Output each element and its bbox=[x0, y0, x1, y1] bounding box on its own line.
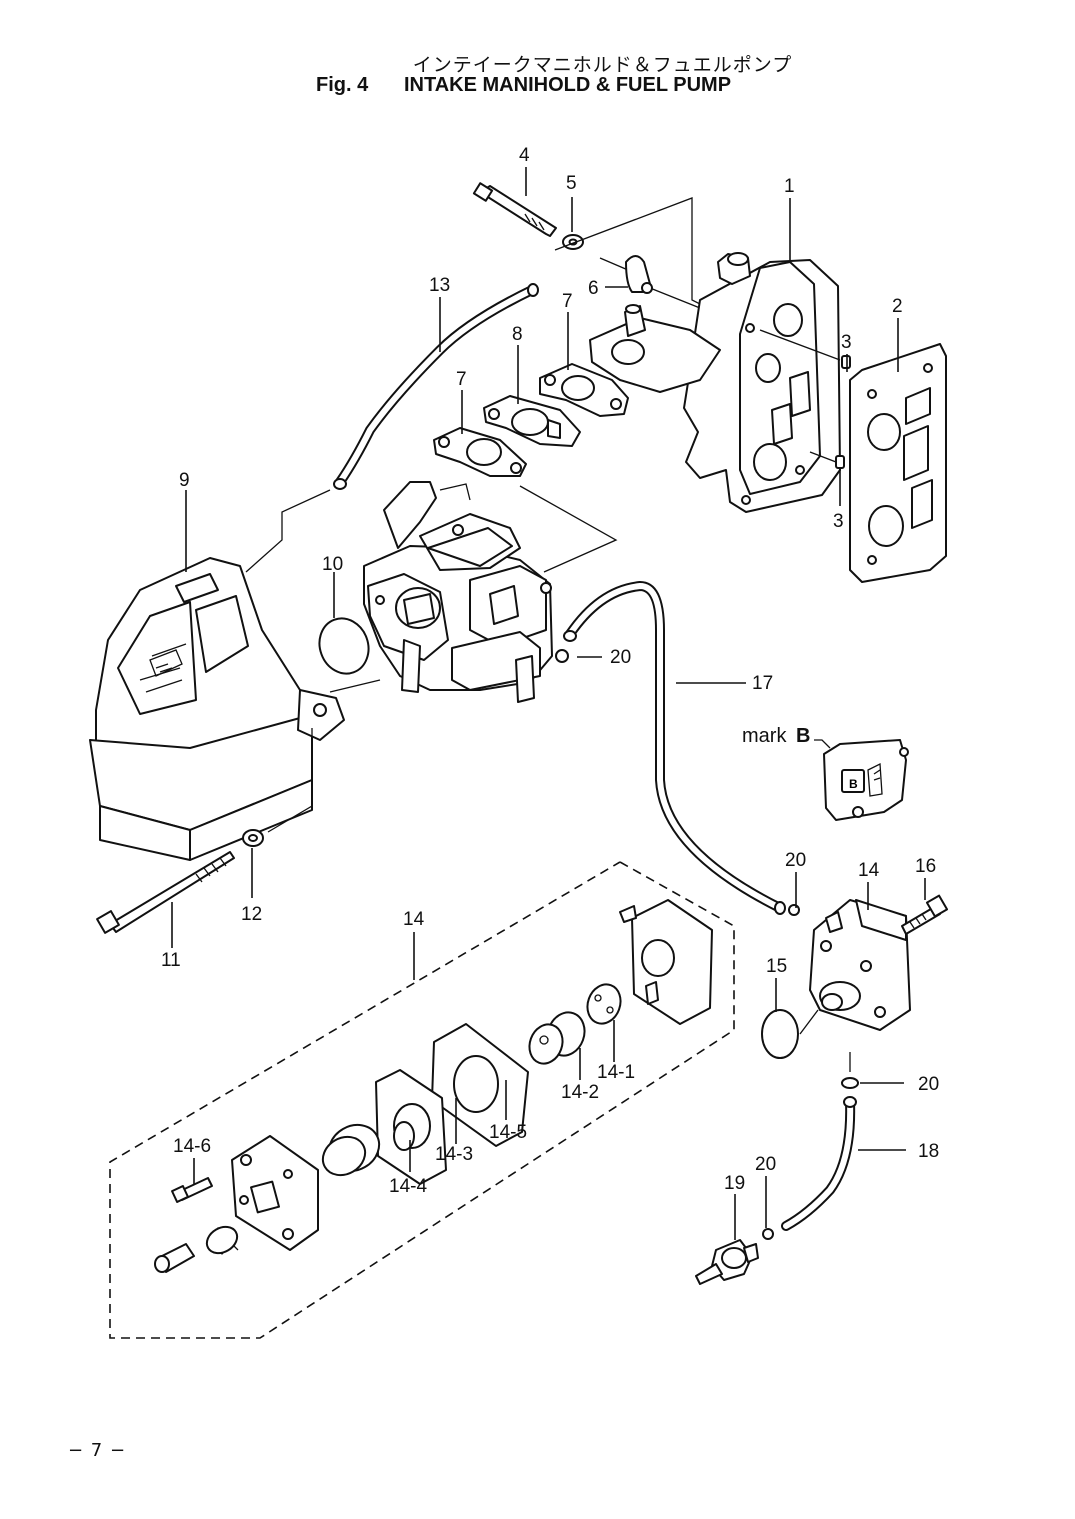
part-14-fuel-pump bbox=[809, 899, 911, 1031]
part-14-1-valve-plate bbox=[586, 983, 622, 1025]
callout-14-exploded: 14 bbox=[403, 909, 425, 930]
callout-17: 17 bbox=[752, 673, 773, 694]
part-15-o-ring bbox=[761, 1009, 799, 1059]
part-14-4-diaphragm-plate bbox=[375, 1069, 447, 1185]
pump-plunger bbox=[154, 1243, 195, 1273]
part-20-clip-carb bbox=[555, 649, 569, 663]
part-14-6-screw bbox=[171, 1177, 213, 1203]
callout-7-lower: 7 bbox=[456, 369, 467, 390]
callout-18: 18 bbox=[918, 1141, 939, 1162]
part-20-clip-pump-outlet bbox=[841, 1077, 859, 1089]
mark-letter: B bbox=[796, 725, 810, 747]
figure-number: Fig. 4 bbox=[316, 74, 369, 96]
fuel-pump-exploded-boundary bbox=[109, 861, 735, 1339]
part-4-bolt bbox=[472, 182, 557, 237]
pump-spring bbox=[321, 1123, 381, 1177]
part-5-washer bbox=[562, 234, 584, 250]
figure-title-english: INTAKE MANIHOLD & FUEL PUMP bbox=[404, 74, 732, 96]
callout-19: 19 bbox=[724, 1173, 745, 1194]
callout-13: 13 bbox=[429, 275, 450, 296]
carburetor bbox=[363, 481, 553, 703]
part-11-long-bolt bbox=[96, 851, 235, 934]
callout-20-pump-inlet: 20 bbox=[785, 850, 806, 871]
callout-10: 10 bbox=[322, 554, 343, 575]
part-18-hose bbox=[781, 1096, 857, 1231]
callout-1: 1 bbox=[784, 176, 795, 197]
page-number: − 7 − bbox=[68, 1440, 127, 1461]
callout-20-carb: 20 bbox=[610, 647, 631, 668]
part-20-clip-hose bbox=[762, 1228, 774, 1240]
figure-title: Fig. 4 INTAKE MANIHOLD & FUEL PUMP bbox=[316, 74, 731, 97]
pump-small-spring bbox=[205, 1225, 239, 1255]
callout-20-hose: 20 bbox=[755, 1154, 776, 1175]
part-10-o-ring bbox=[318, 617, 370, 675]
part-1-intake-manifold bbox=[589, 252, 841, 513]
callout-14-5: 14-5 bbox=[489, 1122, 527, 1143]
mark-letter-on-part: B bbox=[849, 777, 858, 791]
part-19-connector bbox=[695, 1239, 759, 1285]
part-8-insulator bbox=[483, 395, 581, 447]
callout-8: 8 bbox=[512, 324, 523, 345]
part-17-fuel-hose bbox=[563, 580, 786, 915]
callout-6: 6 bbox=[588, 278, 599, 299]
part-9-air-silencer bbox=[89, 557, 345, 861]
callout-leaders bbox=[171, 167, 926, 1240]
part-12-washer bbox=[242, 829, 264, 847]
callout-14-3: 14-3 bbox=[435, 1144, 473, 1165]
title-japanese: インテイークマニホルド＆フュエルポンプ bbox=[412, 54, 793, 76]
callout-15: 15 bbox=[766, 956, 787, 977]
callout-14-1: 14-1 bbox=[597, 1062, 635, 1083]
part-7-gasket-upper bbox=[539, 363, 629, 417]
callout-14-6: 14-6 bbox=[173, 1136, 211, 1157]
part-20-clip-pump-inlet bbox=[788, 904, 800, 916]
callout-14-4: 14-4 bbox=[389, 1176, 427, 1197]
callout-2: 2 bbox=[892, 296, 903, 317]
part-13-hose bbox=[333, 283, 539, 490]
callout-9: 9 bbox=[179, 470, 190, 491]
callout-3-upper: 3 bbox=[841, 332, 852, 353]
callout-12: 12 bbox=[241, 904, 262, 925]
part-2-gasket bbox=[849, 343, 947, 583]
callout-14-pump: 14 bbox=[858, 860, 880, 881]
callout-16: 16 bbox=[915, 856, 936, 877]
part-14-2-diaphragm bbox=[528, 1011, 586, 1065]
pump-body-rear bbox=[619, 899, 713, 1025]
mark-b-detail bbox=[814, 739, 909, 821]
part-6-clamp bbox=[625, 255, 653, 294]
pump-body-front bbox=[231, 1135, 319, 1251]
mark-label: mark bbox=[742, 725, 787, 747]
callout-5: 5 bbox=[566, 173, 577, 194]
part-7-gasket-lower bbox=[433, 427, 527, 477]
callout-11: 11 bbox=[161, 950, 181, 971]
callout-4: 4 bbox=[519, 145, 530, 166]
callout-20-pump-outlet: 20 bbox=[918, 1074, 939, 1095]
part-3-dowel-pins bbox=[759, 329, 851, 469]
callout-numbers: 4 5 1 6 7 8 7 13 2 3 3 9 10 20 17 11 12 … bbox=[161, 145, 939, 1197]
callout-3-lower: 3 bbox=[833, 511, 844, 532]
part-16-screw bbox=[901, 894, 949, 935]
callout-14-2: 14-2 bbox=[561, 1082, 599, 1103]
callout-7-upper: 7 bbox=[562, 291, 573, 312]
